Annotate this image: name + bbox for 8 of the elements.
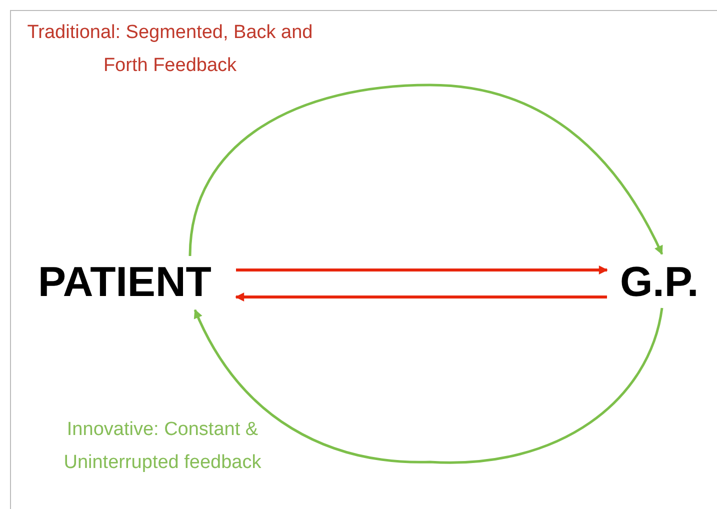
node-label: PATIENT: [38, 258, 212, 306]
annotation-text: Traditional: Segmented, Back and Forth Feedback: [26, 21, 314, 78]
arrow: [194, 308, 664, 464]
arrow: [235, 292, 607, 302]
annotation-text: Innovative: Constant & Uninterrupted feedback: [62, 418, 262, 475]
arrow: [188, 84, 664, 256]
arrow: [236, 266, 608, 275]
node-label: G.P.: [620, 258, 699, 306]
